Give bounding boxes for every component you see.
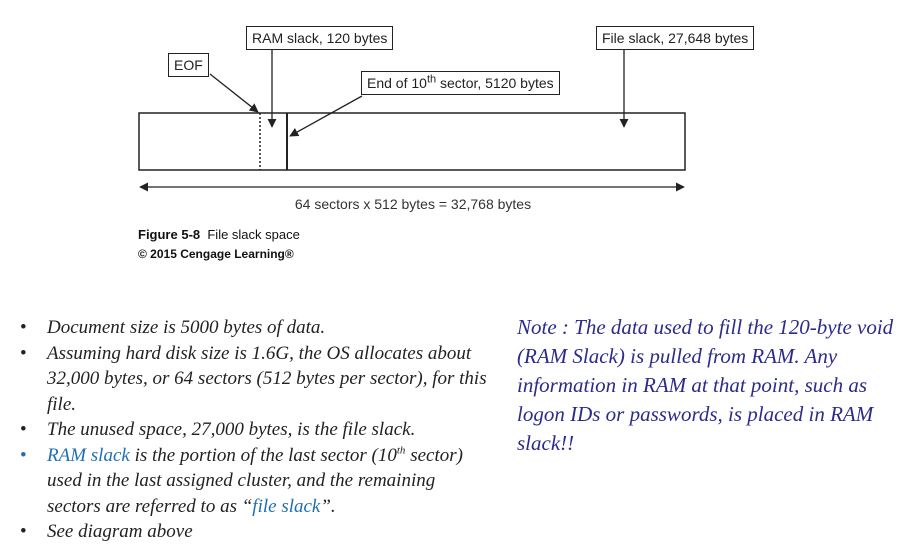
- eof-arrow: [209, 73, 259, 113]
- list-item: •RAM slack is the portion of the last se…: [20, 444, 463, 517]
- figure-number: Figure 5-8: [138, 227, 201, 242]
- list-item: •See diagram above: [20, 519, 490, 545]
- bullet-icon: •: [20, 317, 27, 338]
- bullet-list: •Document size is 5000 bytes of data. •A…: [20, 315, 490, 545]
- bullet-icon: •: [20, 521, 27, 542]
- list-item: •Assuming hard disk size is 1.6G, the OS…: [20, 342, 487, 415]
- note-text: Note : The data used to fill the 120-byt…: [517, 315, 894, 455]
- figure-caption: Figure 5-8 File slack space: [138, 227, 300, 242]
- bullet-icon: •: [20, 419, 27, 440]
- file-slack-diagram: [138, 50, 686, 192]
- sector-end-arrow: [289, 95, 363, 137]
- cluster-block: [138, 112, 686, 171]
- list-item: •Document size is 5000 bytes of data.: [20, 315, 490, 341]
- sector-end-label: End of 10th sector, 5120 bytes: [361, 71, 560, 95]
- ram-slack-label: RAM slack, 120 bytes: [246, 26, 394, 50]
- file-slack-link[interactable]: file slack: [252, 495, 321, 517]
- dimension-label: 64 sectors x 512 bytes = 32,768 bytes: [294, 196, 532, 212]
- file-slack-label: File slack, 27,648 bytes: [596, 26, 755, 50]
- figure-copyright: © 2015 Cengage Learning®: [138, 247, 294, 261]
- eof-label: EOF: [168, 53, 209, 77]
- list-item: •The unused space, 27,000 bytes, is the …: [20, 417, 490, 443]
- bullet-icon: •: [20, 444, 27, 466]
- ram-slack-link[interactable]: RAM slack: [47, 444, 130, 466]
- bullet-icon: •: [20, 342, 27, 364]
- figure-title: File slack space: [207, 227, 300, 242]
